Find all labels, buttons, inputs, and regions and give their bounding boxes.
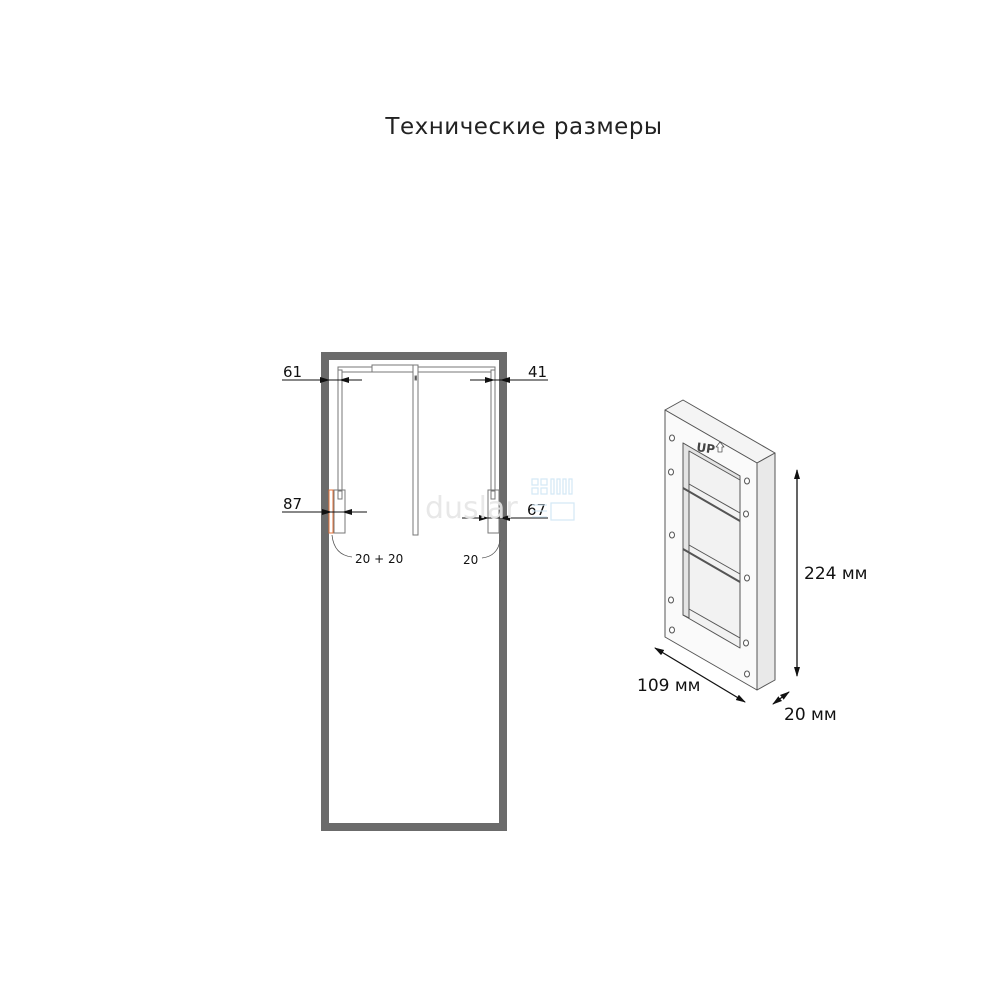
depth-label: 20 мм — [784, 705, 837, 725]
product-isometric — [664, 399, 776, 691]
cabinet-frame — [321, 352, 507, 831]
up-marking: UP — [696, 440, 717, 456]
product-dimension-arrows — [654, 469, 800, 705]
mounting-holes — [668, 434, 750, 678]
swing-right-label: 20 — [463, 553, 478, 567]
dim-bottom-right: 67 — [527, 501, 546, 519]
watermark: duslar — [425, 478, 575, 526]
dim-top-left: 61 — [283, 363, 302, 381]
dimension-lines — [282, 377, 548, 559]
cabinet-front-view: 61 41 87 67 20 + 20 20 — [282, 352, 548, 831]
dim-bottom-left: 87 — [283, 495, 302, 513]
page-title: Технические размеры — [385, 114, 663, 140]
height-label: 224 мм — [804, 564, 868, 584]
dim-top-right: 41 — [528, 363, 547, 381]
watermark-logo-icon — [531, 478, 575, 521]
up-arrow-icon — [715, 441, 725, 453]
width-label: 109 мм — [637, 676, 701, 696]
swing-left-label: 20 + 20 — [355, 552, 403, 566]
watermark-text: duslar — [425, 491, 518, 526]
